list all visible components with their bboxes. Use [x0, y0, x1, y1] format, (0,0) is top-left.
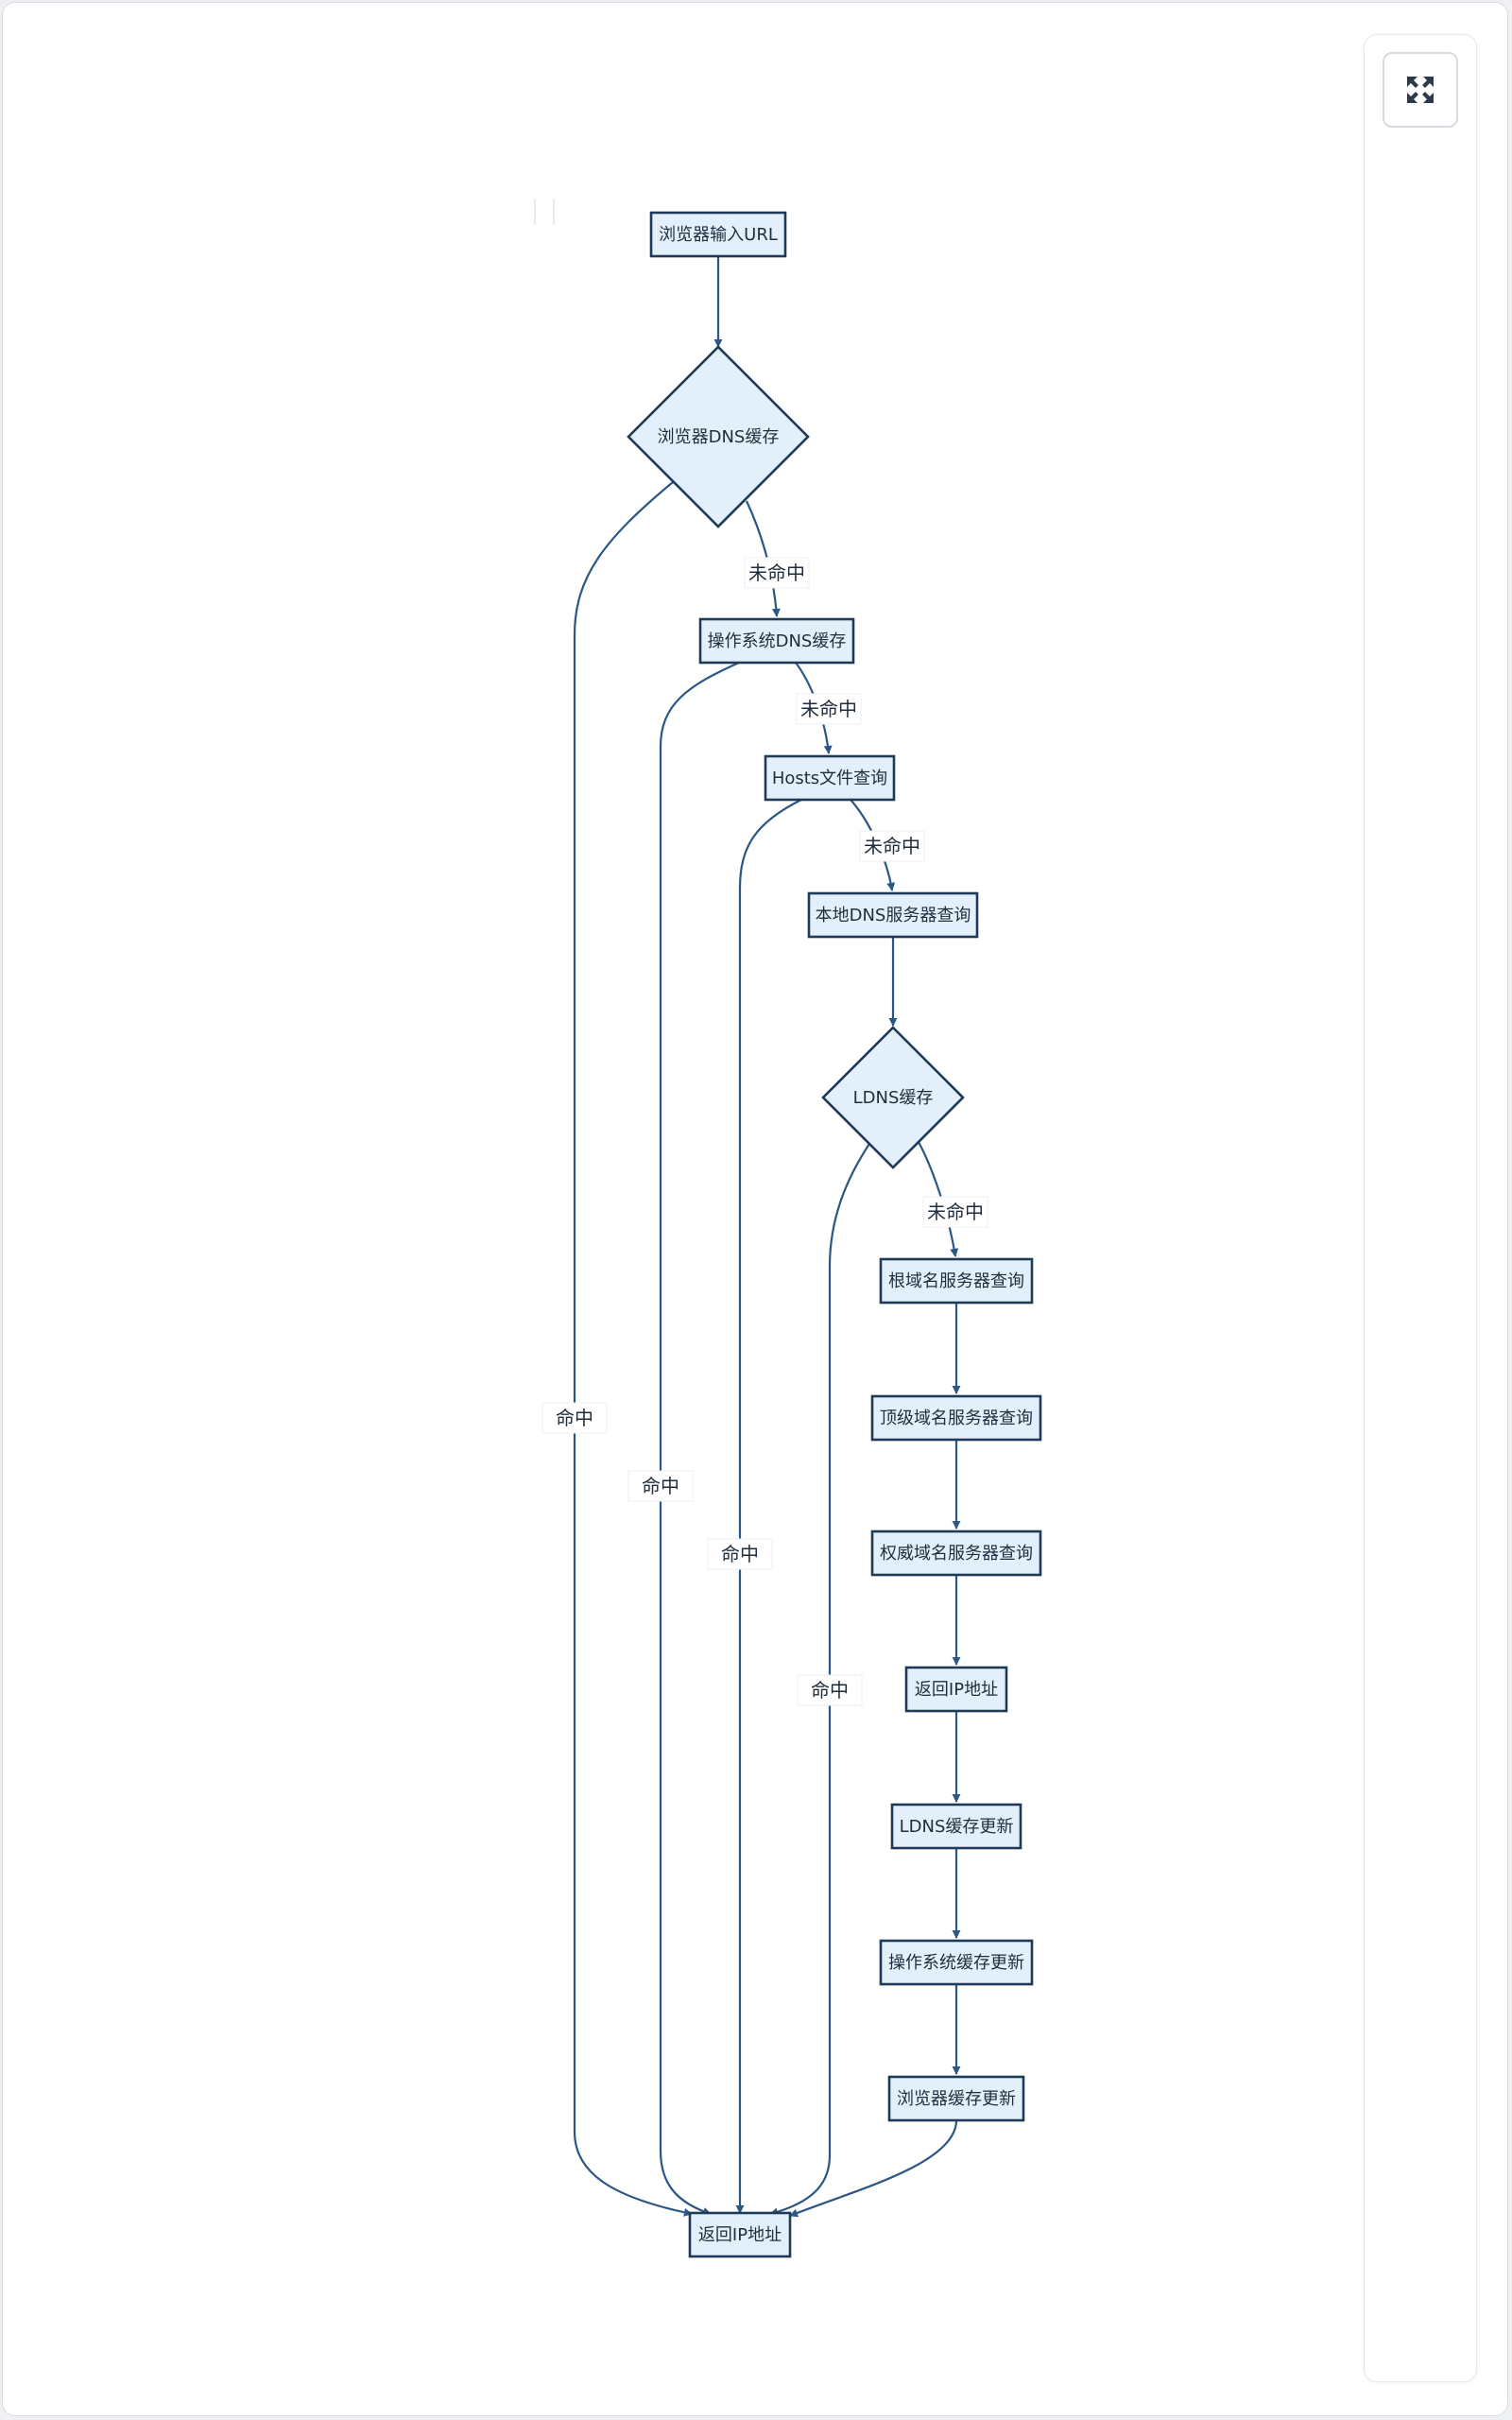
edge-arrow-n4-to-n14	[735, 799, 802, 2214]
edge-label-background	[541, 1402, 608, 1434]
edge-arrow-n3-to-n14	[659, 661, 740, 2216]
process-box	[698, 617, 855, 665]
edge-label-text: 未命中	[800, 698, 857, 720]
edge-label: 未命中	[744, 557, 810, 589]
edge-label: 命中	[627, 1470, 694, 1502]
process-box	[879, 1257, 1034, 1305]
edge-label-text: 命中	[642, 1475, 679, 1497]
edge-label-text: 命中	[721, 1543, 759, 1565]
process-node-n8[interactable]: 顶级域名服务器查询	[870, 1394, 1042, 1442]
process-node-n3[interactable]: 操作系统DNS缓存	[698, 617, 855, 665]
edge-label: 未命中	[796, 693, 862, 725]
expand-arrows-icon	[1407, 77, 1434, 103]
edge-label-text: 命中	[556, 1407, 593, 1429]
process-node-n14[interactable]: 返回IP地址	[688, 2211, 792, 2258]
node-label: 权威域名服务器查询	[880, 1544, 1033, 1564]
node-label: LDNS缓存	[853, 1088, 934, 1108]
process-box	[904, 1666, 1008, 1713]
process-node-n12[interactable]: 操作系统缓存更新	[879, 1939, 1034, 1986]
edge-arrow-n13-to-n14	[789, 2119, 958, 2218]
decision-diamond	[627, 345, 810, 528]
process-node-n9[interactable]: 权威域名服务器查询	[870, 1530, 1042, 1577]
decision-diamond	[821, 1026, 965, 1169]
process-node-n7[interactable]: 根域名服务器查询	[879, 1257, 1034, 1305]
edge-arrow-n2-to-n3	[746, 500, 781, 617]
process-box	[807, 891, 979, 939]
node-label: 操作系统DNS缓存	[708, 631, 847, 651]
node-label: 浏览器缓存更新	[897, 2089, 1016, 2109]
process-box	[870, 1530, 1042, 1577]
edge-label: 命中	[707, 1538, 773, 1570]
process-box	[649, 211, 787, 258]
node-label: 本地DNS服务器查询	[816, 906, 971, 925]
edge-label-background	[922, 1196, 988, 1228]
edge-label-background	[859, 830, 925, 862]
decision-node-n6[interactable]: LDNS缓存	[821, 1026, 965, 1169]
fullscreen-button[interactable]	[1383, 52, 1458, 128]
process-box	[890, 1803, 1022, 1850]
node-label: 操作系统缓存更新	[888, 1953, 1024, 1973]
edge-label-text: 命中	[811, 1679, 849, 1702]
process-box	[870, 1394, 1042, 1442]
edge-label-background	[744, 557, 810, 589]
process-box	[688, 2211, 792, 2258]
edge-arrow-n6-to-n7	[918, 1141, 959, 1257]
process-box	[887, 2075, 1025, 2122]
process-box	[879, 1939, 1034, 1986]
node-label: LDNS缓存更新	[900, 1817, 1014, 1837]
edge-label-background	[627, 1470, 694, 1502]
node-label: 浏览器DNS缓存	[658, 427, 780, 447]
edge-arrow-n2-to-n14	[573, 481, 693, 2217]
edge-label-text: 未命中	[927, 1201, 984, 1223]
process-node-n5[interactable]: 本地DNS服务器查询	[807, 891, 979, 939]
edge-label-background	[707, 1538, 773, 1570]
process-node-n10[interactable]: 返回IP地址	[904, 1666, 1008, 1713]
side-toolbar	[1364, 34, 1477, 2382]
edge-label: 命中	[797, 1674, 863, 1706]
edge-label-text: 未命中	[748, 562, 805, 584]
node-label: 顶级域名服务器查询	[880, 1409, 1033, 1428]
edge-label-background	[796, 693, 862, 725]
process-node-n11[interactable]: LDNS缓存更新	[890, 1803, 1022, 1850]
node-label: 根域名服务器查询	[888, 1271, 1024, 1291]
node-label: 浏览器输入URL	[659, 225, 778, 245]
edge-label: 未命中	[859, 830, 925, 862]
edge-label: 命中	[541, 1402, 608, 1434]
node-label: 返回IP地址	[915, 1680, 998, 1700]
node-label: 返回IP地址	[698, 2225, 782, 2245]
edge-label-text: 未命中	[864, 835, 920, 857]
decision-node-n2[interactable]: 浏览器DNS缓存	[627, 345, 810, 528]
edge-label-background	[797, 1674, 863, 1706]
edges-layer	[573, 256, 961, 2218]
process-node-n13[interactable]: 浏览器缓存更新	[887, 2075, 1025, 2122]
process-node-n1[interactable]: 浏览器输入URL	[649, 211, 787, 258]
process-box	[764, 754, 896, 802]
node-label: Hosts文件查询	[772, 769, 887, 788]
process-node-n4[interactable]: Hosts文件查询	[764, 754, 896, 802]
edge-arrow-n6-to-n14	[769, 1143, 870, 2217]
edge-label: 未命中	[922, 1196, 988, 1228]
